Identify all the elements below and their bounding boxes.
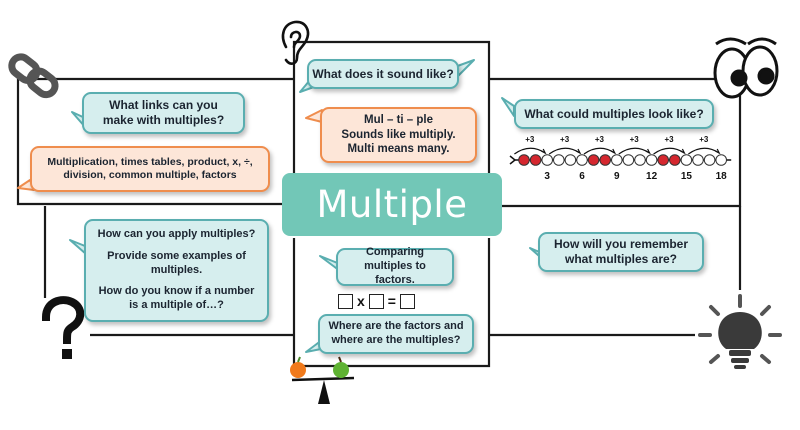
sound-question-text: What does it sound like? [312,66,454,81]
number-line-hop-arrowhead [680,148,686,155]
number-line-circle [611,154,623,166]
number-line-hop-arrowhead [575,148,582,155]
number-line-circle [669,154,681,166]
number-line-hop-arrowhead [714,148,721,155]
remember-question-text: How will you remember what multiples are… [553,237,689,266]
lightbulb-icon [698,294,782,369]
number-line-label: 3 [544,171,550,182]
number-line-circle [657,154,670,166]
equation-box-2 [368,293,384,309]
sound-answer-line-2: Sounds like multiply. [341,128,456,141]
equation-box-3 [399,293,415,309]
links-answer-text: Multiplication, times tables, product, x… [47,155,253,181]
number-line-hop [583,147,616,155]
number-line-circle [529,154,542,166]
compare-text: Comparing multiples to factors. [364,246,426,286]
number-line-hop [653,147,685,155]
factors-question-text: Where are the factors and where are the … [328,320,464,346]
balance-scale-icon [290,356,355,404]
number-line-circle [703,154,716,166]
number-line-step-label: +3 [560,135,570,144]
number-line-circle [541,154,554,166]
number-line-step-label: +3 [699,135,709,144]
number-line-circle [564,154,577,166]
number-line-step-label: +3 [525,135,535,144]
apply-line-1: How can you apply multiples? [97,228,256,241]
number-line-circle [599,154,612,166]
number-line-label: 18 [716,171,728,182]
number-line-step-label: +3 [630,135,640,144]
number-line-circle [692,154,704,166]
sound-answer-line-3: Multi means many. [347,143,450,156]
look-question-text: What could multiples look like? [524,106,704,121]
apply-line-2: Provide some examples of multiples. [107,249,246,276]
sound-question-bubble: What does it sound like? [307,59,459,89]
number-line-label: 9 [614,171,620,182]
number-line-circle [518,154,530,166]
number-line-circle [587,154,600,166]
chain-link-icon [8,53,59,99]
factors-question-bubble: Where are the factors and where are the … [318,314,474,354]
remember-question-bubble: How will you remember what multiples are… [538,232,704,272]
number-line-circle [634,154,646,166]
equation-box-1 [338,293,353,309]
number-line-label: 15 [681,171,693,182]
number-line-label: 12 [646,171,658,182]
ear-icon [281,20,310,65]
equation-equals: = [387,293,396,309]
number-line-circle [553,154,565,166]
question-mark-icon [41,296,85,359]
links-question-bubble: What links can you make with multiples? [82,92,245,134]
number-line-hop-arrowhead [610,148,617,155]
page-title-text: Multiple [316,183,468,226]
number-line-start-arrow [509,155,517,165]
number-line-circle [680,154,693,166]
apply-line-3: How do you know if a number is a multipl… [98,285,255,312]
number-line-hop [688,147,720,155]
sound-answer-line-1: Mul – ti – ple [363,114,433,127]
number-line-hop-arrowhead [540,148,547,155]
number-line-step-label: +3 [664,135,674,144]
number-line-hop [548,147,581,155]
number-line-hop [514,147,546,155]
number-line-circle [715,154,728,166]
look-question-bubble: What could multiples look like? [514,99,714,129]
number-line-step-label: +3 [595,135,605,144]
compare-bubble: Comparing multiples to factors. [336,246,454,286]
number-line-label: 6 [579,171,585,182]
number-line-hop [618,147,650,155]
number-line-circle [645,154,658,166]
page-title: Multiple [282,173,502,236]
equation-times: x [357,293,365,309]
links-question-text: What links can you make with multiples? [102,98,225,127]
number-line-circle [622,154,635,166]
number-line-hop-arrowhead [645,148,651,155]
apply-bubble: How can you apply multiples? Provide som… [84,219,269,322]
sound-answer-bubble: Mul – ti – ple Sounds like multiply. Mul… [320,107,477,163]
eyes-icon [713,37,779,99]
equation: x = [338,291,458,311]
links-answer-bubble: Multiplication, times tables, product, x… [30,146,270,192]
number-line-circle [576,154,588,166]
